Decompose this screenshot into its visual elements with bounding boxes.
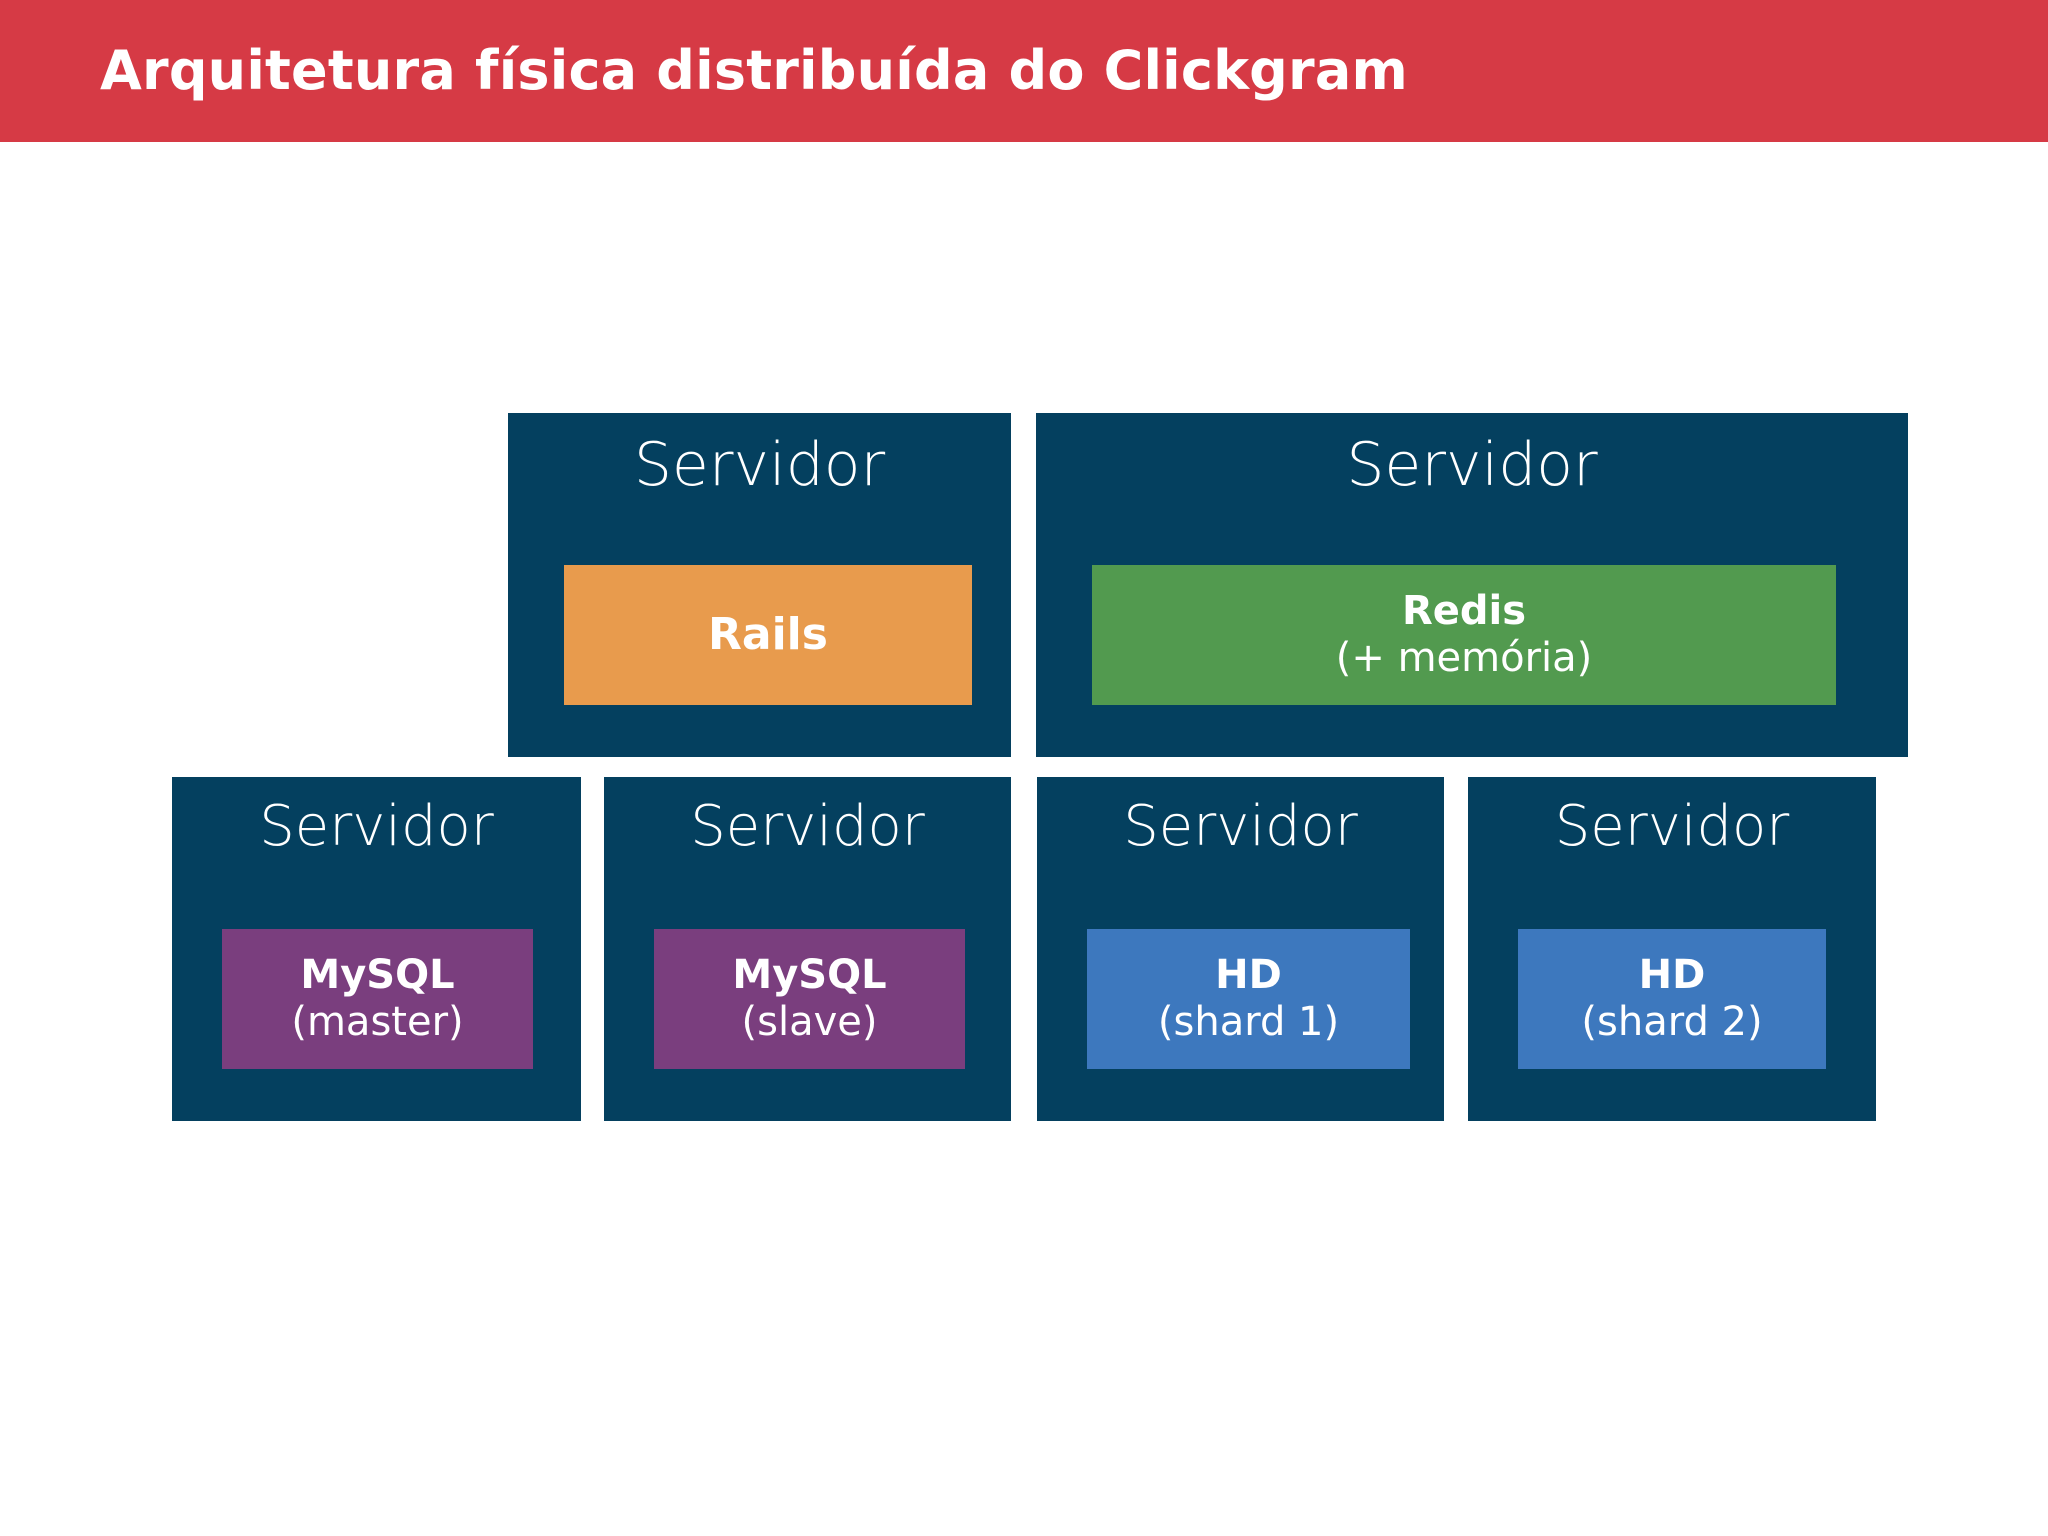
component-subtitle: (shard 1) xyxy=(1157,999,1340,1045)
server-box-redis: Servidor Redis (+ memória) xyxy=(1036,413,1908,757)
server-box-rails: Servidor Rails xyxy=(508,413,1011,757)
server-label: Servidor xyxy=(1554,794,1790,859)
component-name: MySQL xyxy=(300,952,455,998)
server-label: Servidor xyxy=(1123,794,1358,859)
server-label: Servidor xyxy=(690,794,925,859)
server-label: Servidor xyxy=(1346,430,1598,500)
component-name: HD xyxy=(1215,952,1282,998)
component-hd-shard-1: HD (shard 1) xyxy=(1087,929,1410,1069)
server-label: Servidor xyxy=(259,794,494,859)
component-redis: Redis (+ memória) xyxy=(1092,565,1836,705)
page-title: Arquitetura física distribuída do Clickg… xyxy=(100,38,1408,102)
server-box-mysql-master: Servidor MySQL (master) xyxy=(172,777,581,1121)
component-rails: Rails xyxy=(564,565,972,705)
component-hd-shard-2: HD (shard 2) xyxy=(1518,929,1826,1069)
server-box-hd-shard-1: Servidor HD (shard 1) xyxy=(1037,777,1444,1121)
component-name: MySQL xyxy=(732,952,887,998)
component-subtitle: (slave) xyxy=(741,999,878,1045)
component-subtitle: (+ memória) xyxy=(1335,635,1593,681)
component-subtitle: (master) xyxy=(291,999,464,1045)
component-name: Rails xyxy=(708,608,828,660)
component-name: Redis xyxy=(1401,588,1527,634)
component-mysql-master: MySQL (master) xyxy=(222,929,533,1069)
server-label: Servidor xyxy=(633,430,886,500)
component-mysql-slave: MySQL (slave) xyxy=(654,929,965,1069)
server-box-hd-shard-2: Servidor HD (shard 2) xyxy=(1468,777,1876,1121)
component-subtitle: (shard 2) xyxy=(1581,999,1763,1045)
component-name: HD xyxy=(1638,952,1706,998)
server-box-mysql-slave: Servidor MySQL (slave) xyxy=(604,777,1011,1121)
title-banner: Arquitetura física distribuída do Clickg… xyxy=(0,0,2048,142)
